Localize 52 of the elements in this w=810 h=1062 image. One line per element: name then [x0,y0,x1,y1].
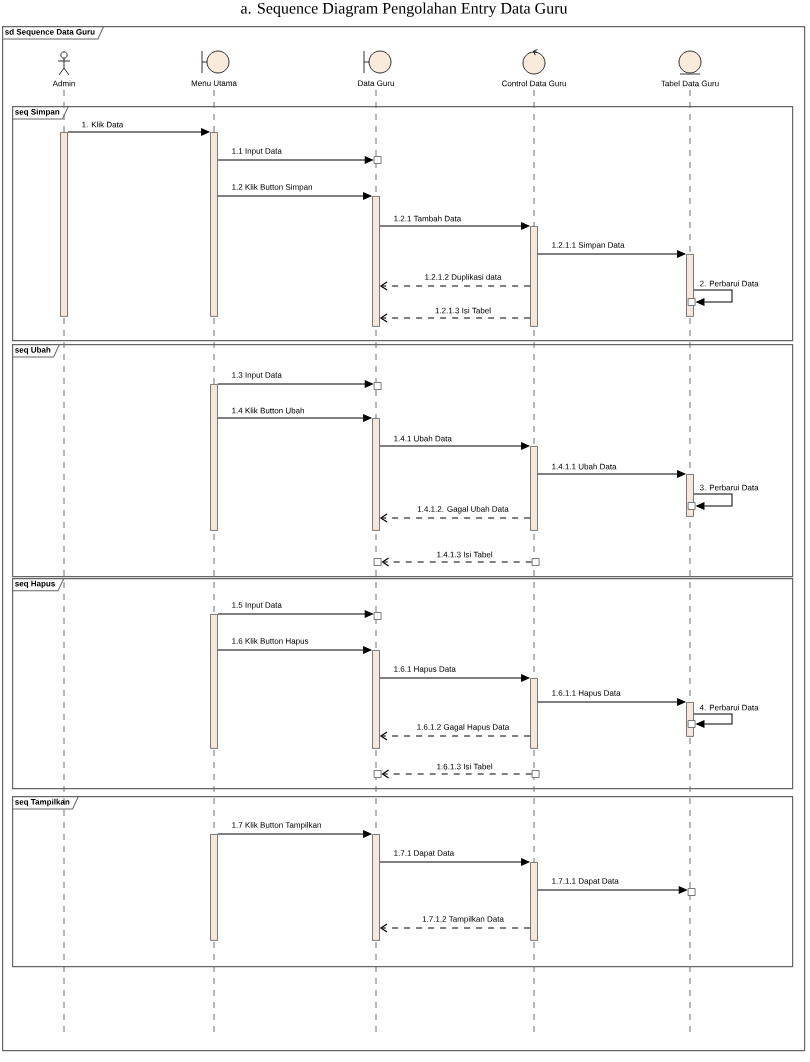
return-arrow [379,923,531,933]
message-arrow [537,250,686,258]
activation-bar [60,132,68,317]
activation-bar [530,862,538,941]
return-box [687,298,696,306]
message-arrow [217,610,373,618]
message-arrow [217,830,372,838]
activation-bar [372,418,380,531]
activation-bar [686,254,694,317]
message-arrow [379,674,530,682]
return-box [687,888,696,896]
activation-bar [530,678,538,749]
message-arrow [67,128,210,136]
return-box [373,382,382,390]
return-box [373,770,382,778]
activation-bar [530,446,538,531]
return-box [373,558,382,566]
return-arrow [379,281,531,291]
return-box [531,558,540,566]
activation-bar [210,132,218,317]
return-box [687,720,696,728]
message-arrow [217,156,373,164]
message-arrow [537,886,687,894]
self-message-arrow [693,289,733,306]
message-arrow [217,414,372,422]
return-arrow [379,513,531,523]
self-message-arrow [693,493,733,510]
message-arrow [537,470,686,478]
self-message-arrow [693,713,733,728]
activation-bar [372,196,380,327]
message-arrow [217,380,373,388]
message-arrow [379,222,530,230]
message-arrow [379,442,530,450]
activation-bar [372,650,380,749]
return-arrow [379,731,531,741]
activation-bar [372,834,380,941]
message-arrow [217,192,372,200]
activation-bar [530,226,538,327]
return-arrow [379,313,531,323]
activation-bar [210,834,218,941]
message-arrow [537,698,686,706]
return-arrow [381,769,533,779]
activation-bar [210,614,218,749]
return-box [373,156,382,164]
return-box [687,502,696,510]
return-box [531,770,540,778]
return-arrow [381,557,533,567]
message-arrow [217,646,372,654]
title: a. Sequence Diagram Pengolahan Entry Data Guru [241,2,568,17]
activation-bar [210,384,218,531]
return-box [373,612,382,620]
message-arrow [379,858,530,866]
